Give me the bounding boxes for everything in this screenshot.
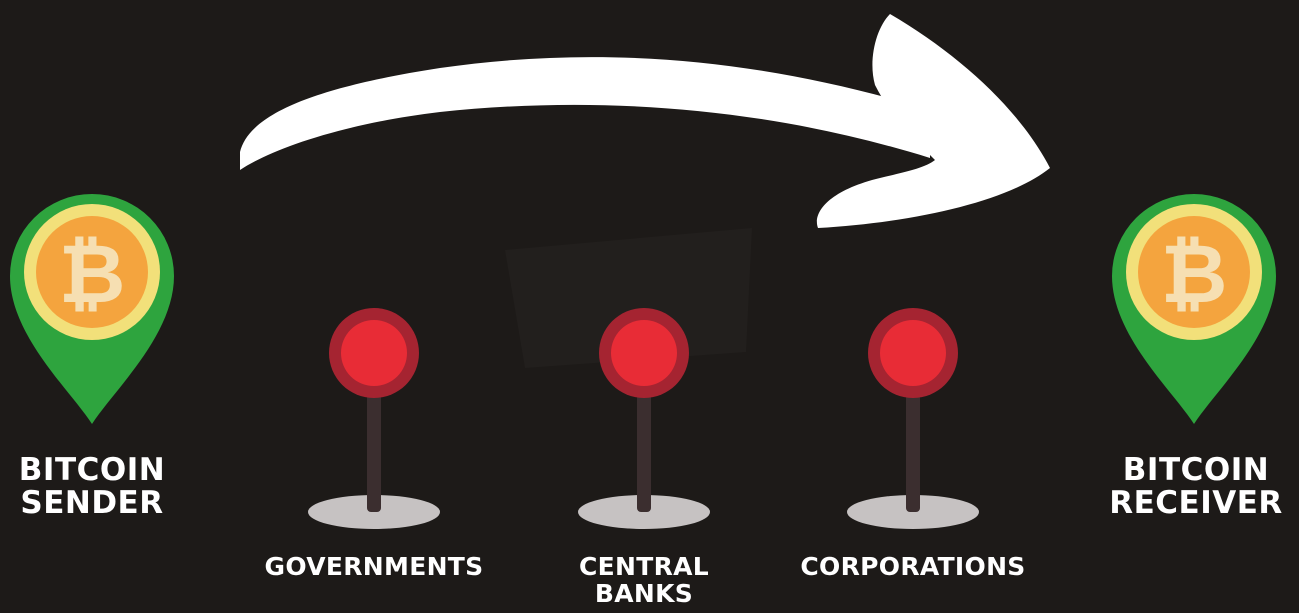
sender-label-line2: SENDER: [20, 485, 164, 522]
button-top: [341, 320, 407, 386]
sender-bitcoin-icon: ₿: [59, 227, 126, 322]
corporations-stop-button: [847, 308, 979, 529]
sender-label-line1: BITCOIN: [18, 452, 166, 488]
central-banks-stop-button: [578, 308, 710, 529]
governments-label-line1: GOVERNMENTS: [264, 552, 484, 581]
receiver-pin: ₿: [1112, 194, 1276, 424]
receiver-coin: [1138, 216, 1250, 328]
button-top: [611, 320, 677, 386]
governments-stop-button: [308, 308, 440, 529]
button-post: [367, 380, 381, 512]
transfer-arrow: [240, 14, 1050, 228]
corporations-label: CORPORATIONS: [768, 553, 1058, 580]
receiver-label: BITCOIN RECEIVER: [1098, 452, 1294, 522]
sender-pin: ₿: [9, 193, 174, 424]
receiver-bitcoin-icon: ₿: [1161, 227, 1228, 322]
arrow-head: [816, 14, 1050, 228]
governments-label: GOVERNMENTS: [234, 553, 514, 580]
arrow-shaft: [240, 57, 930, 170]
sender-coin: [36, 216, 148, 328]
button-post: [906, 380, 920, 512]
receiver-label-line1: BITCOIN: [1122, 452, 1270, 488]
central-banks-label: CENTRAL BANKS: [544, 553, 744, 607]
corporations-label-line1: CORPORATIONS: [800, 552, 1026, 581]
central-banks-label-line2: BANKS: [594, 579, 694, 608]
central-banks-label-line1: CENTRAL: [578, 552, 710, 581]
button-top: [880, 320, 946, 386]
receiver-label-line2: RECEIVER: [1109, 485, 1283, 522]
background-shape: [505, 228, 752, 368]
sender-label: BITCOIN SENDER: [2, 452, 182, 522]
button-post: [637, 380, 651, 512]
